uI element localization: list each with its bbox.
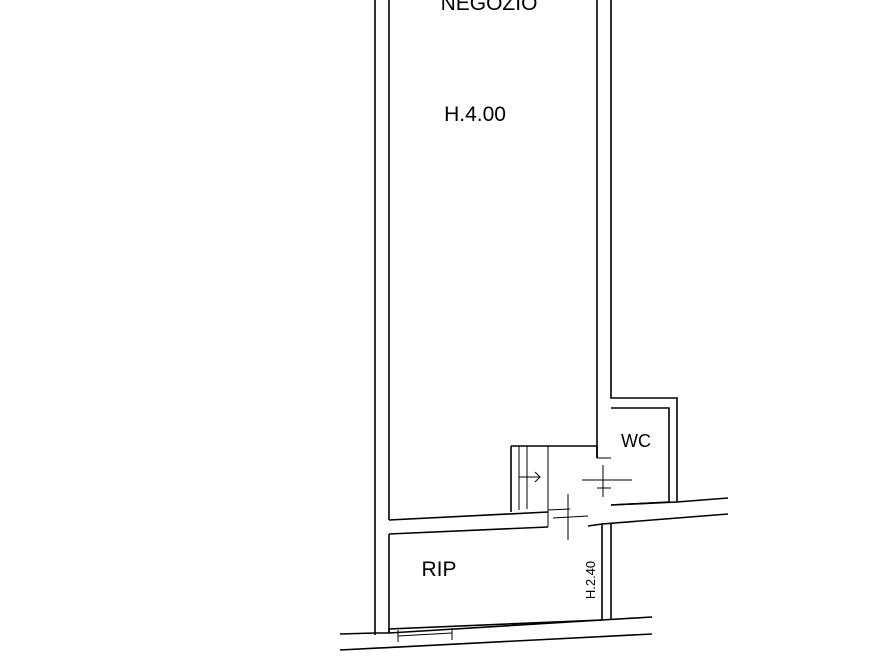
negozio-bottom-wall-lower: [388, 526, 549, 535]
exterior-wall-top: [610, 497, 729, 506]
rip-door-threshold-line: [397, 632, 453, 637]
building-bottom-wall-upper: [339, 616, 653, 635]
rip-bottom-wall-inner: [388, 619, 603, 633]
rip-height-label: H.2.40: [583, 561, 598, 599]
rip-door-leaf: [552, 515, 589, 519]
stair-outline: [511, 445, 598, 458]
negozio-label: NEGOZIO: [441, 0, 538, 15]
stair-arrow-head: [534, 471, 541, 483]
doors: [552, 457, 632, 540]
negozio-height-label: H.4.00: [444, 103, 506, 126]
stair: [510, 445, 598, 527]
negozio-right-wall-outer: [610, 0, 678, 502]
building-bottom-wall-lower: [339, 633, 653, 651]
rip-walls: [339, 523, 653, 651]
exterior-wall-bottom: [601, 513, 729, 525]
rip-top-right-wall: [587, 523, 603, 620]
stair-cut-line: [547, 508, 571, 511]
exterior-walls: [601, 497, 729, 525]
negozio-bottom-wall-upper: [388, 511, 549, 521]
wc-label: WC: [621, 431, 651, 451]
wc-room-outline: [610, 407, 670, 506]
negozio-walls: [374, 0, 678, 635]
wc-walls: [610, 407, 670, 506]
rip-label: RIP: [421, 558, 456, 581]
